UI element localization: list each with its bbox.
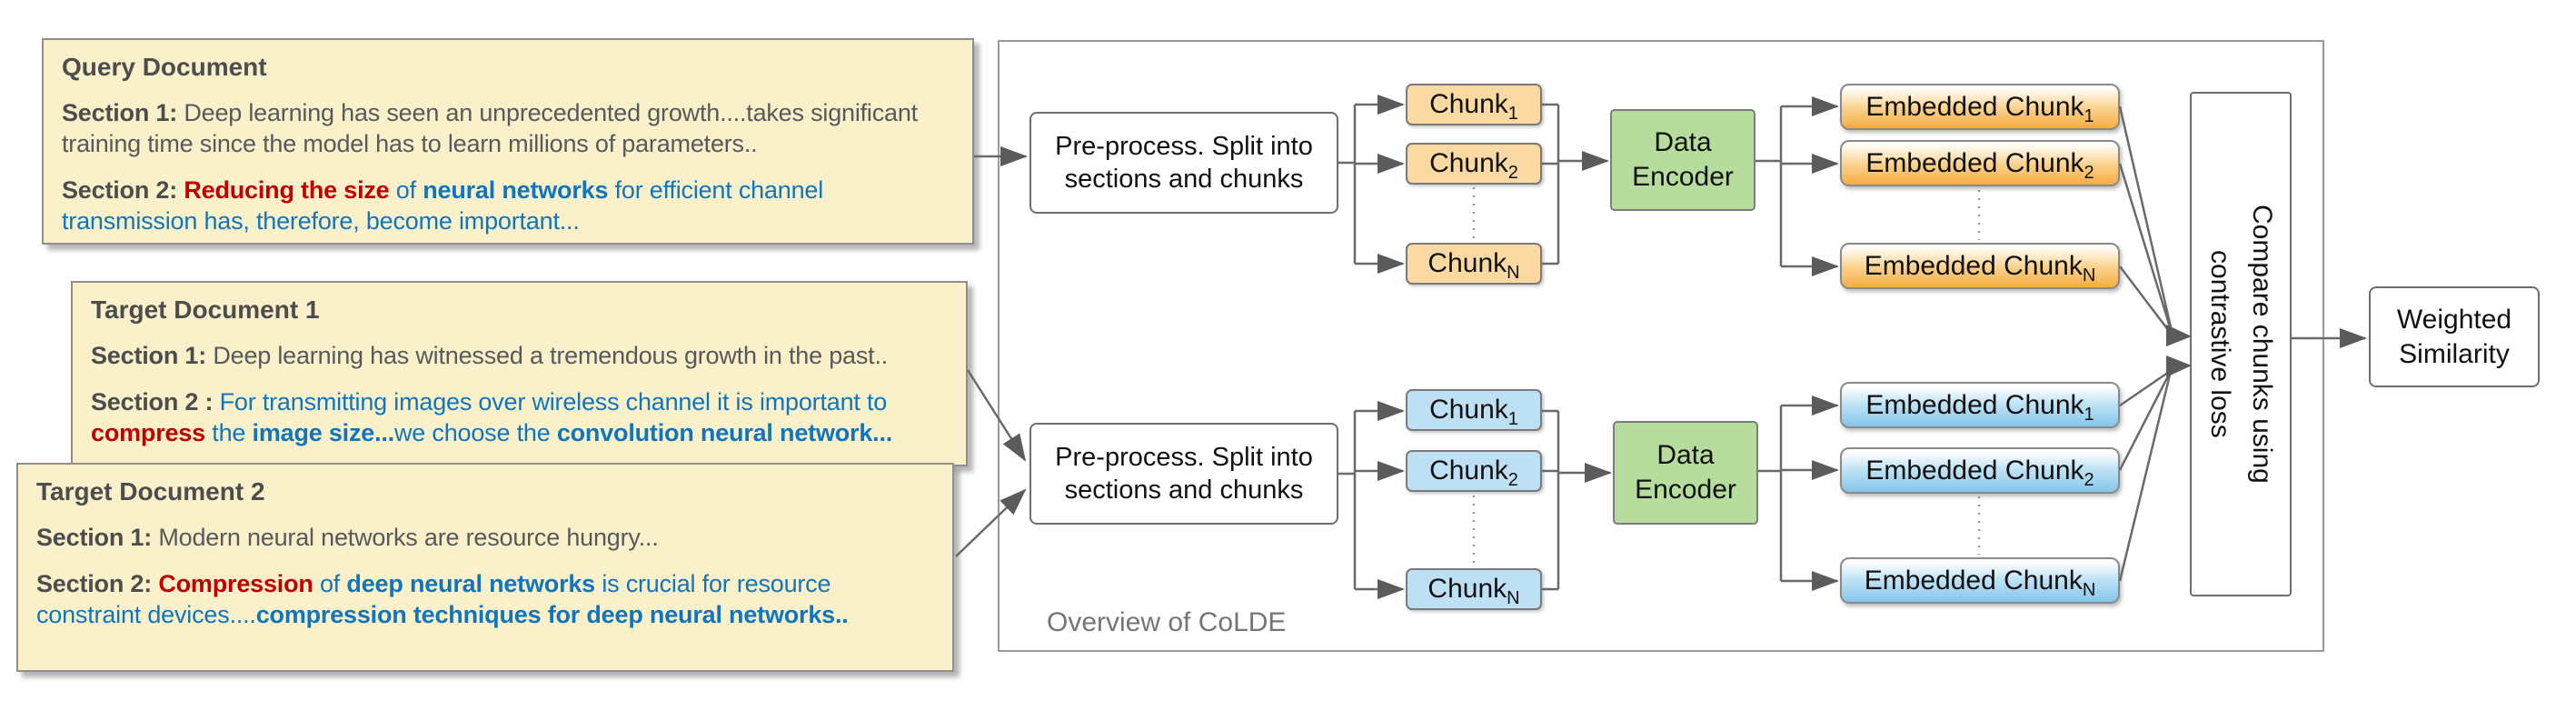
chunk-box-bottom-2: Chunk2	[1406, 450, 1542, 492]
target1-section-2: Section 2 : For transmitting images over…	[91, 386, 948, 448]
embedded-chunk-box-top-N: Embedded ChunkN	[1840, 243, 2120, 289]
query-document-title: Query Document	[62, 53, 267, 81]
chunk-box-bottom-N: ChunkN	[1406, 568, 1542, 610]
query-document-box: Query Document Section 1: Deep learning …	[42, 38, 974, 245]
chunk-box-top-N: ChunkN	[1406, 243, 1542, 285]
text-blue: For transmitting images over wireless ch…	[219, 388, 888, 416]
text-blue: is crucial for resource constraint devic…	[36, 570, 831, 628]
chunk-label: ChunkN	[1427, 248, 1520, 283]
text-blue: the	[204, 419, 253, 446]
target1-section-1: Section 1: Deep learning has witnessed a…	[91, 340, 948, 371]
query-section-1: Section 1: Deep learning has seen an unp…	[62, 97, 954, 159]
highlight-blue: convolution neural network...	[556, 419, 893, 446]
section-text: Modern neural networks are resource hung…	[152, 524, 659, 551]
section-label: Section 1:	[91, 342, 207, 369]
query-section-2: Section 2: Reducing the size of neural n…	[62, 175, 954, 236]
chunk-label: ChunkN	[1427, 574, 1520, 608]
embedded-chunk-box-top-2: Embedded Chunk2	[1840, 140, 2120, 186]
section-label: Section 2:	[62, 176, 184, 204]
embedded-chunk-label: Embedded Chunk1	[1865, 389, 2094, 425]
highlight-blue: deep neural networks	[346, 570, 596, 597]
text-blue: of	[389, 176, 423, 204]
target-document-2-box: Target Document 2 Section 1: Modern neur…	[16, 463, 954, 672]
embedded-chunk-box-top-1: Embedded Chunk1	[1840, 84, 2120, 130]
embedded-chunk-box-bottom-2: Embedded Chunk2	[1840, 447, 2120, 494]
data-encoder-box-top: Data Encoder	[1610, 109, 1755, 211]
chunk-label: Chunk1	[1429, 89, 1518, 124]
section-label: Section 2:	[36, 570, 159, 597]
text-blue: for efficient channel transmission has, …	[62, 176, 824, 235]
highlight-red: compress	[91, 419, 205, 446]
embedded-chunk-box-bottom-N: Embedded ChunkN	[1840, 557, 2120, 604]
highlight-red: Reducing the size	[184, 176, 390, 204]
highlight-blue: compression techniques for deep neural n…	[255, 601, 849, 628]
highlight-blue: image size...	[252, 419, 395, 446]
section-text: Deep learning has witnessed a tremendous…	[206, 342, 889, 369]
text-blue: we choose the	[394, 419, 557, 446]
target-document-2-title: Target Document 2	[36, 477, 265, 506]
chunk-box-top-2: Chunk2	[1406, 143, 1542, 185]
embedded-chunk-label: Embedded ChunkN	[1864, 250, 2096, 285]
target-document-1-title: Target Document 1	[91, 295, 320, 324]
target2-section-1: Section 1: Modern neural networks are re…	[36, 522, 934, 553]
data-encoder-box-bottom: Data Encoder	[1613, 421, 1758, 525]
embedded-chunk-label: Embedded Chunk2	[1865, 455, 2094, 490]
weighted-similarity-box: Weighted Similarity	[2369, 286, 2540, 387]
embedded-chunk-label: Embedded ChunkN	[1864, 565, 2096, 600]
section-label: Section 1:	[62, 99, 178, 126]
target-document-1-box: Target Document 1 Section 1: Deep learni…	[71, 281, 968, 466]
target2-section-2: Section 2: Compression of deep neural ne…	[36, 568, 934, 630]
chunk-label: Chunk1	[1429, 395, 1518, 429]
chunk-label: Chunk2	[1429, 456, 1518, 490]
chunk-box-bottom-1: Chunk1	[1406, 389, 1542, 431]
embedded-chunk-box-bottom-1: Embedded Chunk1	[1840, 382, 2120, 428]
highlight-blue: neural networks	[423, 176, 609, 204]
section-text: Deep learning has seen an unprecedented …	[62, 99, 918, 157]
chunk-label: Chunk2	[1429, 148, 1518, 183]
section-label: Section 2 :	[91, 388, 220, 416]
chunk-box-top-1: Chunk1	[1406, 84, 1542, 125]
overview-caption: Overview of CoLDE	[1047, 607, 1287, 637]
section-label: Section 1:	[36, 524, 153, 551]
highlight-red: Compression	[158, 570, 313, 597]
embedded-chunk-label: Embedded Chunk2	[1865, 147, 2094, 183]
text-blue: of	[313, 570, 347, 597]
embedded-chunk-label: Embedded Chunk1	[1865, 91, 2094, 126]
